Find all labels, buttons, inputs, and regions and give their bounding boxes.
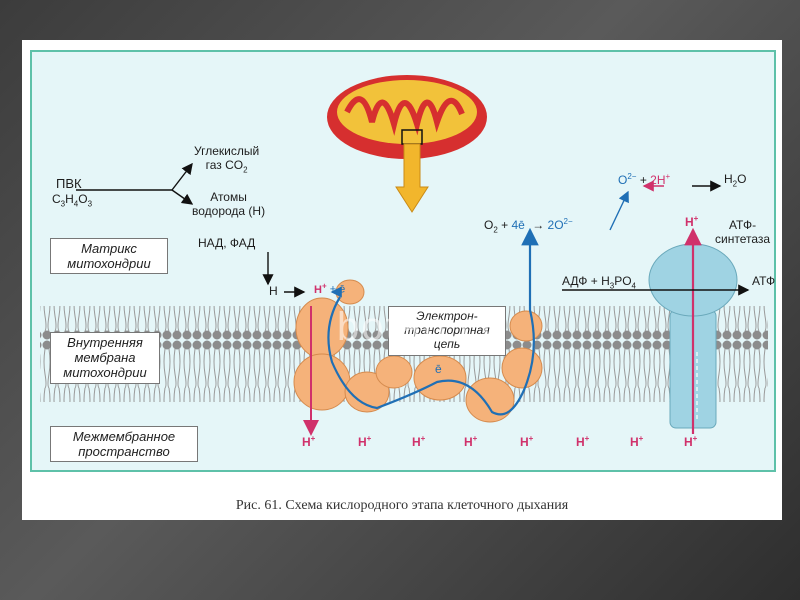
- matrix-region-label: Матрикс митохондрии: [50, 238, 168, 274]
- co2-label: Углекислый газ CO2: [194, 144, 260, 175]
- electron-path: [327, 227, 539, 416]
- hydrogen-atoms-label: Атомы водорода (Н): [192, 190, 266, 218]
- etc-proteins: [293, 279, 543, 423]
- proton-h-plus: H+: [358, 434, 372, 449]
- adp-phosphate-label: АДФ + H3PO4: [562, 274, 636, 291]
- etc-label: Электрон- транспортная цепь: [388, 306, 506, 356]
- atp-label: АТФ: [752, 274, 776, 288]
- proton-h-plus: H+: [412, 434, 426, 449]
- water-label: H2O: [724, 172, 747, 189]
- pvk-label: ПВК: [56, 176, 82, 191]
- oxygen-reduction-equation: O2 + 4ē → 2O2−: [484, 217, 573, 235]
- h-plus-electron-label: H+ + ē: [314, 281, 346, 296]
- h-atom-label: Н: [269, 284, 278, 298]
- slide: ПВК C3H4O3 Углекислый газ CO2 Атомы водо…: [22, 40, 782, 520]
- nad-fad-label: НАД, ФАД: [198, 236, 256, 250]
- mitochondrion-illustration: [327, 75, 487, 213]
- proton-h-plus: H+: [630, 434, 644, 449]
- electron-marker: ē: [435, 362, 442, 376]
- proton-h-plus: H+: [576, 434, 590, 449]
- proton-h-plus: H+: [684, 434, 698, 449]
- synthase-h-plus: H+: [685, 214, 699, 229]
- oxygen-ion-label: O2− + 2H+: [618, 172, 671, 187]
- intermembrane-region-label: Межмембранное пространство: [50, 426, 198, 462]
- proton-h-plus: H+: [464, 434, 478, 449]
- proton-h-plus: H+: [520, 434, 534, 449]
- reaction-arrows: [76, 162, 750, 298]
- inner-membrane-region-label: Внутренняя мембрана митохондрии: [50, 332, 160, 384]
- pvk-formula: C3H4O3: [52, 192, 93, 209]
- proton-h-plus: H+: [302, 434, 316, 449]
- atp-synthase-label: АТФ- синтетаза: [715, 218, 771, 246]
- watermark: botan.cc: [337, 305, 505, 349]
- figure-caption: Рис. 61. Схема кислородного этапа клеточ…: [235, 498, 569, 513]
- figure-frame: ПВК C3H4O3 Углекислый газ CO2 Атомы водо…: [30, 50, 776, 472]
